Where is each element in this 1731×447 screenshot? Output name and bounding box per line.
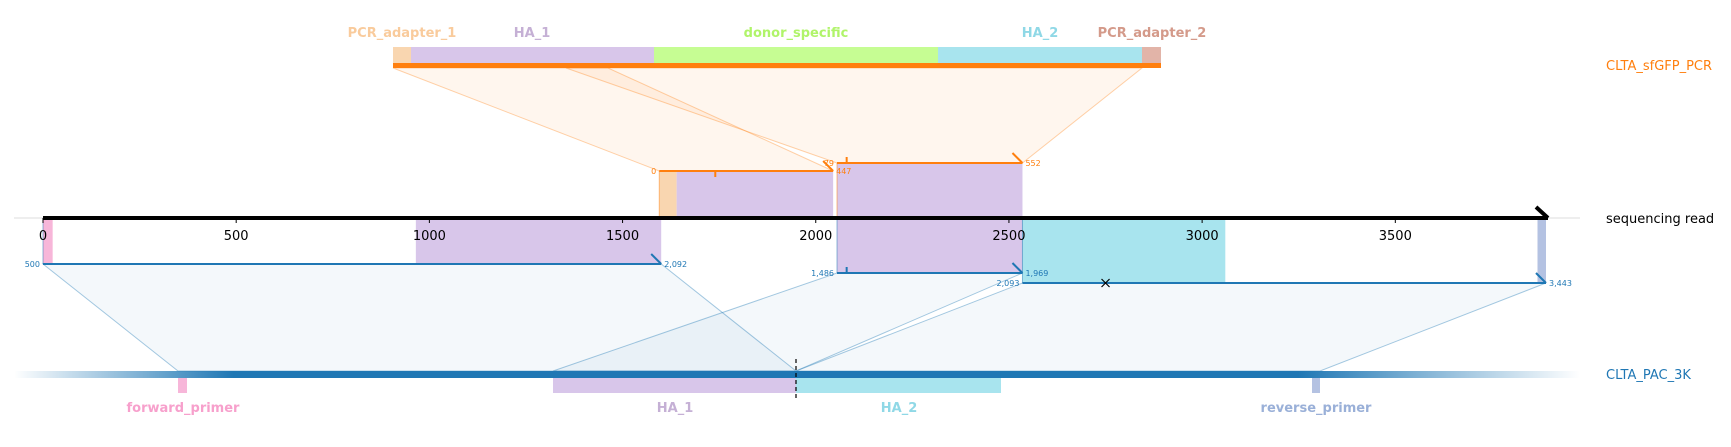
read-block-ha-1 (676, 171, 834, 218)
genome-feature-label: HA_1 (657, 401, 694, 416)
read-tick-label: 3000 (1186, 229, 1219, 244)
genome-alignment-arrow (650, 253, 662, 265)
donor-target-label: CLTA_sfGFP_PCR (1606, 59, 1712, 74)
genome-alignment-start-coord: 500 (25, 260, 40, 269)
donor-feature-pcr-adapter-1 (393, 47, 411, 63)
read-tick-label: 2000 (799, 229, 832, 244)
donor-feature-label: HA_1 (514, 26, 551, 41)
genome-alignment-end-coord: 2,092 (664, 260, 687, 269)
read-aligned-blocks (43, 163, 1546, 283)
genome-alignment-arrow (1011, 262, 1024, 274)
genome-alignment-arrow (1535, 272, 1547, 284)
donor-feature-ha-2 (938, 47, 1142, 63)
read-arrow-head (1534, 205, 1550, 220)
read-block-ha-1 (837, 218, 1023, 273)
donor-features (393, 47, 1161, 63)
donor-feature-label: PCR_adapter_2 (1098, 26, 1207, 41)
genome-feature-label: forward_primer (127, 401, 241, 416)
read-tick-label: 0 (39, 229, 47, 244)
donor-alignment-arrow (1011, 152, 1024, 164)
donor-alignment-end-coord: 447 (836, 167, 851, 176)
genome-feature-labels: forward_primer HA_1 HA_2 reverse_primer (127, 401, 1373, 416)
donor-feature-label: donor_specific (744, 26, 849, 41)
read-tick-label: 3500 (1379, 229, 1412, 244)
genome-feature-label: reverse_primer (1261, 401, 1373, 416)
read-block-ha-1 (415, 218, 662, 264)
genome-feature-reverse-primer (1312, 378, 1320, 393)
donor-feature-ha-1 (411, 47, 654, 63)
genome-target-line (14, 371, 1580, 378)
donor-feature-donor-specific (654, 47, 938, 63)
sequencing-read-label: sequencing read (1606, 212, 1714, 227)
donor-alignment-start-coord: 79 (824, 159, 834, 168)
read-tick-label: 500 (224, 229, 249, 244)
donor-alignment-start-coord: 0 (651, 167, 656, 176)
donor-feature-pcr-adapter-2 (1142, 47, 1161, 63)
donor-feature-label: PCR_adapter_1 (348, 26, 457, 41)
read-block-forward-primer (43, 218, 53, 264)
donor-target-line (393, 63, 1161, 68)
genome-alignment-fans (41, 263, 1547, 372)
donor-feature-labels: PCR_adapter_1 HA_1 donor_specific HA_2 PCR_a… (348, 26, 1207, 41)
genome-features (178, 378, 1320, 393)
genome-target-label: CLTA_PAC_3K (1606, 368, 1691, 383)
genome-feature-ha-2 (796, 378, 1001, 393)
read-tick-label: 1000 (413, 229, 446, 244)
genome-feature-ha-1 (553, 378, 796, 393)
read-block-reverse-primer (1537, 218, 1546, 283)
genome-feature-label: HA_2 (881, 401, 918, 416)
mismatch-x-marker (1101, 278, 1110, 288)
genome-alignment-end-coord: 3,443 (1549, 279, 1572, 288)
donor-alignment-end-coord: 552 (1025, 159, 1040, 168)
genome-alignment-start-coord: 1,486 (811, 269, 834, 278)
genome-alignment-start-coord: 2,093 (997, 279, 1020, 288)
read-block-ha-1 (837, 163, 1023, 218)
read-tick-label: 1500 (606, 229, 639, 244)
donor-feature-label: HA_2 (1022, 26, 1059, 41)
read-tick-label: 2500 (992, 229, 1025, 244)
genome-feature-forward-primer (178, 378, 187, 393)
genome-alignment-end-coord: 1,969 (1025, 269, 1048, 278)
read-block-ha-2 (1022, 218, 1226, 283)
read-block-pcr-adapter-1 (659, 171, 677, 218)
donor-alignment-arrow (822, 160, 834, 172)
read-axis-ticks: 0 500 1000 1500 2000 2500 3000 3500 (39, 218, 1412, 244)
donor-alignment-fans (392, 67, 1144, 172)
